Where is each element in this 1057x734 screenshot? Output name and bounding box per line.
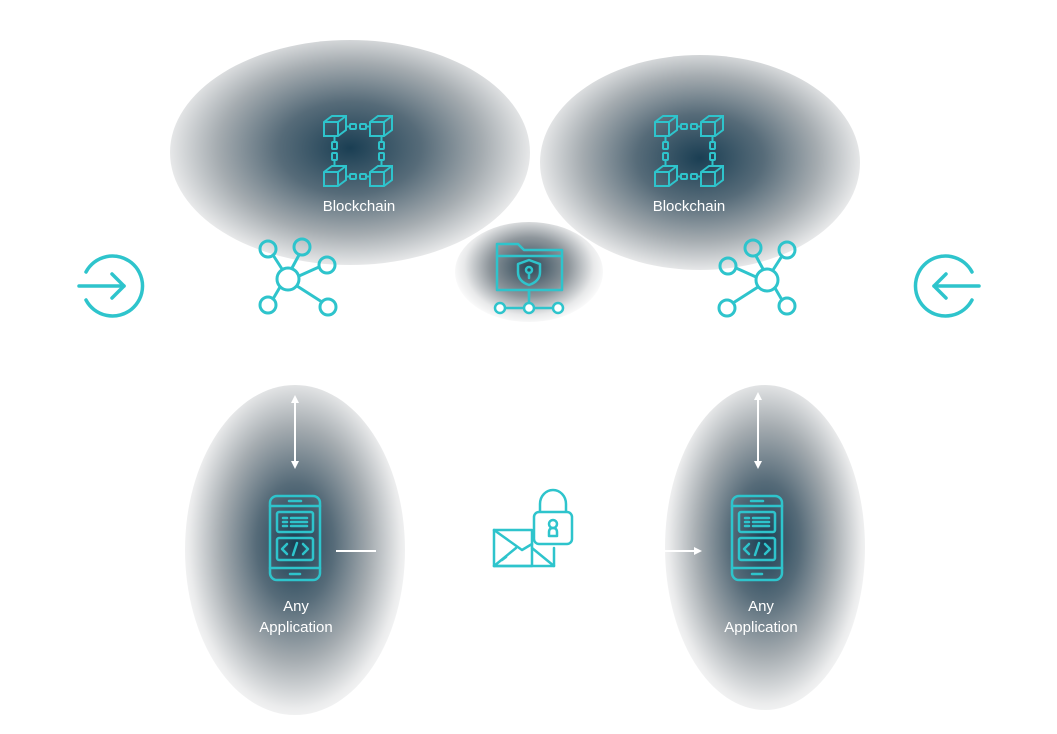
locked-email-icon (492, 488, 574, 568)
network-hub-right (713, 236, 803, 320)
blockchain-right (651, 114, 727, 190)
smartphone-code-icon (268, 494, 322, 582)
login-arrow-left-icon (913, 254, 981, 318)
application-left-label-line1: Any (283, 598, 309, 615)
secure-folder-network-icon (493, 242, 565, 315)
blockchain-right-label: Blockchain (652, 198, 726, 215)
application-left-label-line2: Application (259, 619, 333, 636)
blockchain-icon (654, 115, 724, 187)
entry-left (76, 250, 148, 322)
smartphone-code-icon (730, 494, 784, 582)
application-right-label-line1: Any (748, 598, 774, 615)
network-hub-icon (717, 238, 797, 318)
blockchain-left (320, 114, 396, 190)
application-right-label-line2: Application (724, 619, 798, 636)
blockchain-icon (323, 115, 393, 187)
blockchain-left-label: Blockchain (322, 198, 396, 215)
application-right (730, 494, 784, 582)
application-left (268, 494, 322, 582)
application-right-label: Any Application (701, 596, 821, 638)
network-hub-icon (258, 237, 338, 317)
locked-email (492, 486, 576, 570)
entry-right (910, 250, 982, 322)
network-hub-left (252, 235, 342, 319)
login-arrow-icon (77, 254, 145, 318)
application-left-label: Any Application (236, 596, 356, 638)
secure-folder-network (492, 238, 568, 316)
